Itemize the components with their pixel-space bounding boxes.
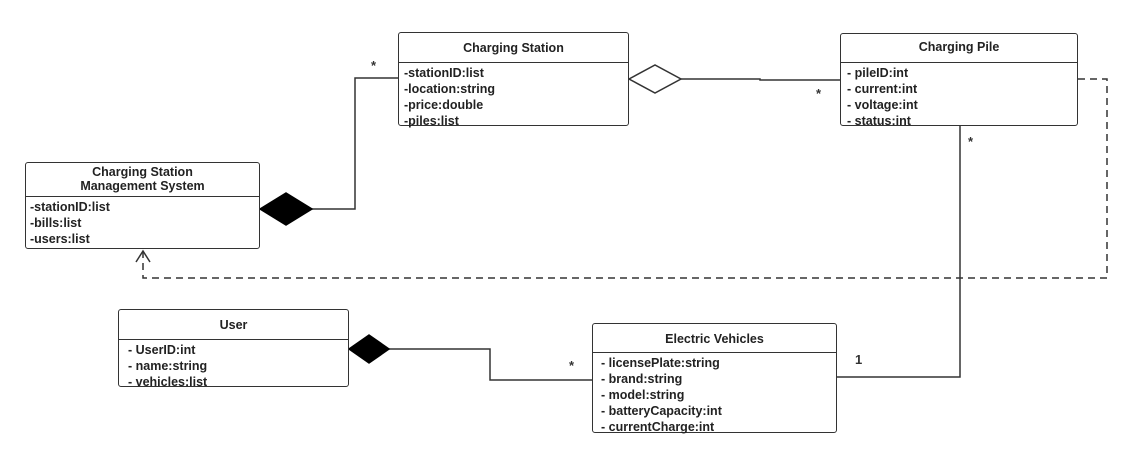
attribute: -location:string [404,82,495,96]
class-user[interactable]: User - UserID:int - name:string - vehicl… [118,309,349,390]
attribute: -users:list [30,232,90,246]
attribute-list: - licensePlate:string - brand:string - m… [593,353,836,435]
aggregation-station-pile [627,64,840,94]
multiplicity-vehicle-user: * [569,358,575,373]
attribute: -stationID:list [404,66,484,80]
attribute: -bills:list [30,216,82,230]
attribute: -piles:list [404,114,459,128]
class-name: Charging Station [399,33,628,63]
multiplicity-station: * [371,58,377,73]
attribute: - model:string [601,388,685,402]
class-name: Electric Vehicles [593,324,836,353]
attribute-list: -stationID:list -bills:list -users:list [26,197,259,247]
attribute: - status:int [847,114,911,128]
attribute: - UserID:int [128,343,196,357]
composition-user-vehicle [347,334,592,381]
attribute: - vehicles:list [128,375,208,389]
attribute-list: -stationID:list -location:string -price:… [399,63,628,129]
attribute: -price:double [404,98,484,112]
class-charging-station[interactable]: Charging Station -stationID:list -locati… [398,32,629,129]
class-charging-pile[interactable]: Charging Pile - pileID:int - current:int… [840,33,1078,129]
class-name-line: Charging Station [92,165,193,179]
attribute: - pileID:int [847,66,909,80]
association-pile-vehicle [837,126,961,378]
attribute: - brand:string [601,372,683,386]
class-name: Charging Pile [841,34,1077,63]
composition-system-station [258,77,398,226]
multiplicity-vehicle-pile: 1 [855,352,863,367]
attribute: - name:string [128,359,208,373]
class-name: User [119,310,348,340]
multiplicity-pile-association: * [968,134,974,149]
attribute-list: - UserID:int - name:string - vehicles:li… [119,340,348,390]
attribute-list: - pileID:int - current:int - voltage:int… [841,63,1077,129]
dependency-pile-system [135,78,1108,279]
attribute: - licensePlate:string [601,356,720,370]
attribute: - currentCharge:int [601,420,715,434]
attribute: - voltage:int [847,98,918,112]
attribute: - batteryCapacity:int [601,404,722,418]
multiplicity-pile-aggregation: * [816,86,822,101]
class-electric-vehicles[interactable]: Electric Vehicles - licensePlate:string … [592,323,837,435]
class-name-line: Management System [80,179,205,193]
class-name: Charging Station Management System [26,163,259,197]
class-management-system[interactable]: Charging Station Management System -stat… [25,162,260,249]
attribute: -stationID:list [30,200,110,214]
attribute: - current:int [847,82,918,96]
